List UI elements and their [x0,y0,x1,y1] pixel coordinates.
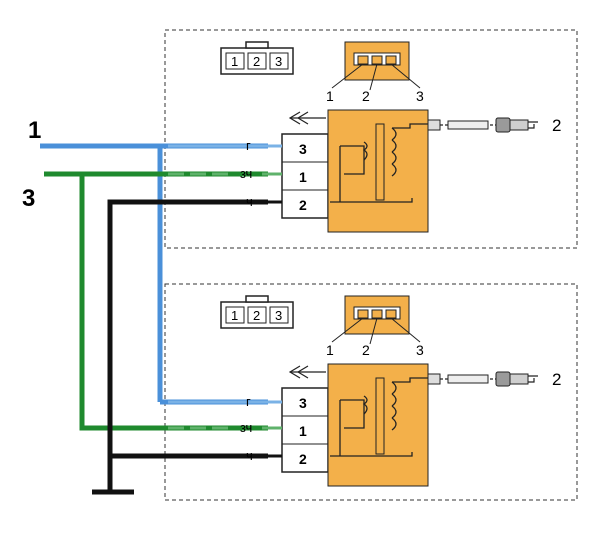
wire-color-label: ч [246,194,253,209]
wire-color-label: ч [246,448,253,463]
connector-pin: 3 [275,54,282,69]
ignition-coil-1 [327,109,430,233]
connector-pin: 2 [253,54,260,69]
wire-color-label: зч [240,166,252,181]
module-2-boundary [164,283,578,501]
pin-number: 1 [299,169,307,185]
module-1: 1 2 3 1 2 3 3 1 2 [220,41,561,233]
terminal-block-2: 3 1 2 [281,365,329,473]
spark-plug-label: 2 [552,116,561,135]
spark-plug-2: 2 [427,370,561,389]
pin-number: 2 [299,451,307,467]
connector-pin: 3 [275,308,282,323]
wire-color-label: г [246,138,251,153]
pin-number: 1 [299,423,307,439]
connector-pin: 2 [253,308,260,323]
connector-2: 1 2 3 [220,295,294,329]
wire-3-label: 3 [22,185,35,212]
green-wire [44,171,268,431]
pin-number: 3 [299,395,307,411]
wire-color-label: зч [240,420,252,435]
coil-connector-2: 1 2 3 [326,295,424,358]
terminal-label: 2 [362,342,370,358]
wire-1-label: 1 [28,117,41,144]
spark-plug-label: 2 [552,370,561,389]
module-1-boundary [164,29,578,249]
connector-pin: 1 [231,54,238,69]
terminal-label: 1 [326,342,334,358]
ignition-coil-2 [327,363,430,487]
terminal-label: 3 [416,342,424,358]
terminal-block-1: 3 1 2 [281,111,329,219]
blue-wire [40,143,268,405]
terminal-label: 3 [416,88,424,104]
terminal-label: 1 [326,88,334,104]
pin-number: 2 [299,197,307,213]
black-wire [92,199,268,495]
connector-pin: 1 [231,308,238,323]
spark-plug-1: 2 [427,116,561,135]
coil-connector-1: 1 2 3 [326,41,424,104]
pin-number: 3 [299,141,307,157]
terminal-label: 2 [362,88,370,104]
module-2: 1 2 3 1 2 3 3 1 2 г з [220,295,561,487]
connector-1: 1 2 3 [220,41,294,75]
wire-color-label: г [246,394,251,409]
